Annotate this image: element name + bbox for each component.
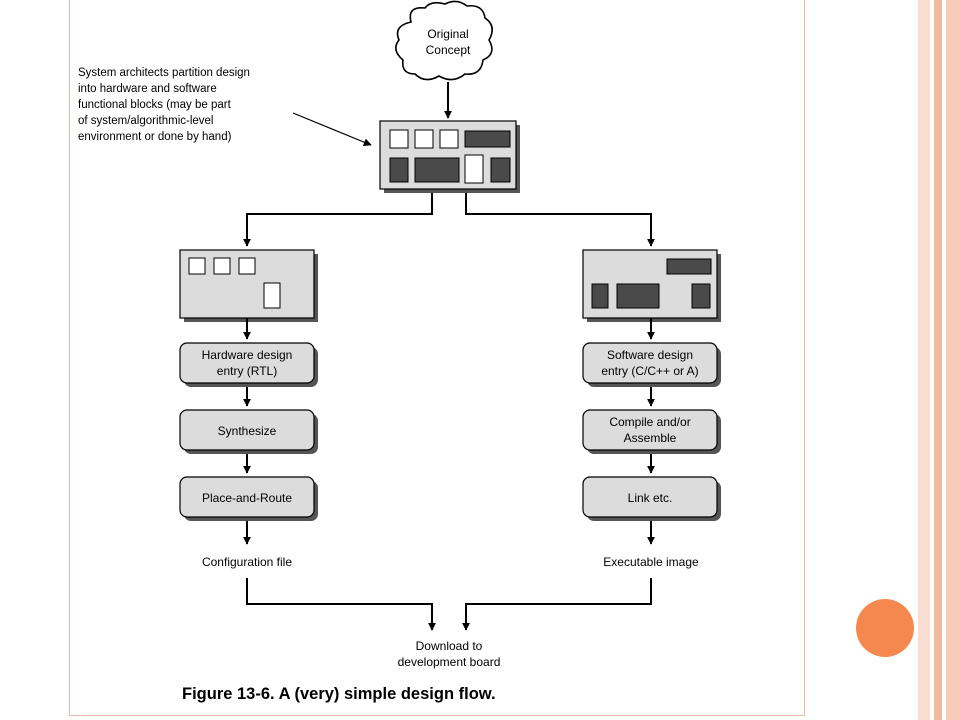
annotation-line-3: functional blocks (may be part xyxy=(78,99,232,111)
final-label-line-2: development board xyxy=(398,655,501,669)
software-block-diagram xyxy=(582,249,721,322)
annotation-line-4: of system/algorithmic-level xyxy=(78,115,213,127)
figure-caption: Figure 13-6. A (very) simple design flow… xyxy=(182,685,496,703)
hw-step-1-line-1: Hardware design xyxy=(202,348,293,362)
sw-step-1-line-1: Software design xyxy=(607,348,693,362)
arrow-to-software-branch xyxy=(465,193,655,247)
sw-step-2-line-2: Assemble xyxy=(624,431,677,445)
annotation-text: System architects partition design into … xyxy=(78,67,250,143)
cloud-shape xyxy=(395,0,493,81)
final-label-line-1: Download to xyxy=(416,639,483,653)
cloud-label-line-1: Original xyxy=(427,27,468,41)
hw-step-2-line-1: Synthesize xyxy=(218,424,277,438)
sw-step-link: Link etc. xyxy=(582,476,721,521)
partition-block-diagram xyxy=(379,120,520,193)
annotation-line-2: into hardware and software xyxy=(78,83,217,95)
hw-step-place-and-route: Place-and-Route xyxy=(179,476,318,521)
sw-step-1-line-2: entry (C/C++ or A) xyxy=(601,364,698,378)
hardware-block-diagram xyxy=(179,249,318,322)
arrow-to-hardware-branch xyxy=(243,193,433,247)
stripe-mid xyxy=(946,0,960,720)
hw-step-synthesize: Synthesize xyxy=(179,409,318,454)
annotation-pointer xyxy=(292,112,372,146)
stripe-light xyxy=(918,0,930,720)
arrow-hw-to-download xyxy=(246,578,436,631)
annotation-line-5: environment or done by hand) xyxy=(78,131,232,143)
figure-frame: Original Concept System architects parti… xyxy=(69,0,805,716)
sw-step-3-line-1: Link etc. xyxy=(628,491,673,505)
annotation-line-1: System architects partition design xyxy=(78,67,250,79)
arrow-sw-to-download xyxy=(462,578,652,631)
sw-step-2-line-1: Compile and/or xyxy=(609,415,690,429)
software-output-label: Executable image xyxy=(603,555,699,569)
hw-step-1-line-2: entry (RTL) xyxy=(217,364,277,378)
cloud-label-line-2: Concept xyxy=(426,43,471,57)
hardware-output-label: Configuration file xyxy=(202,555,292,569)
sw-step-design-entry: Software design entry (C/C++ or A) xyxy=(582,342,721,387)
hw-step-design-entry: Hardware design entry (RTL) xyxy=(179,342,318,387)
accent-circle xyxy=(856,599,914,657)
hw-step-3-line-1: Place-and-Route xyxy=(202,491,292,505)
design-flow-diagram: Original Concept System architects parti… xyxy=(78,0,721,703)
stripe-dark xyxy=(934,0,942,720)
sw-step-compile: Compile and/or Assemble xyxy=(582,409,721,454)
